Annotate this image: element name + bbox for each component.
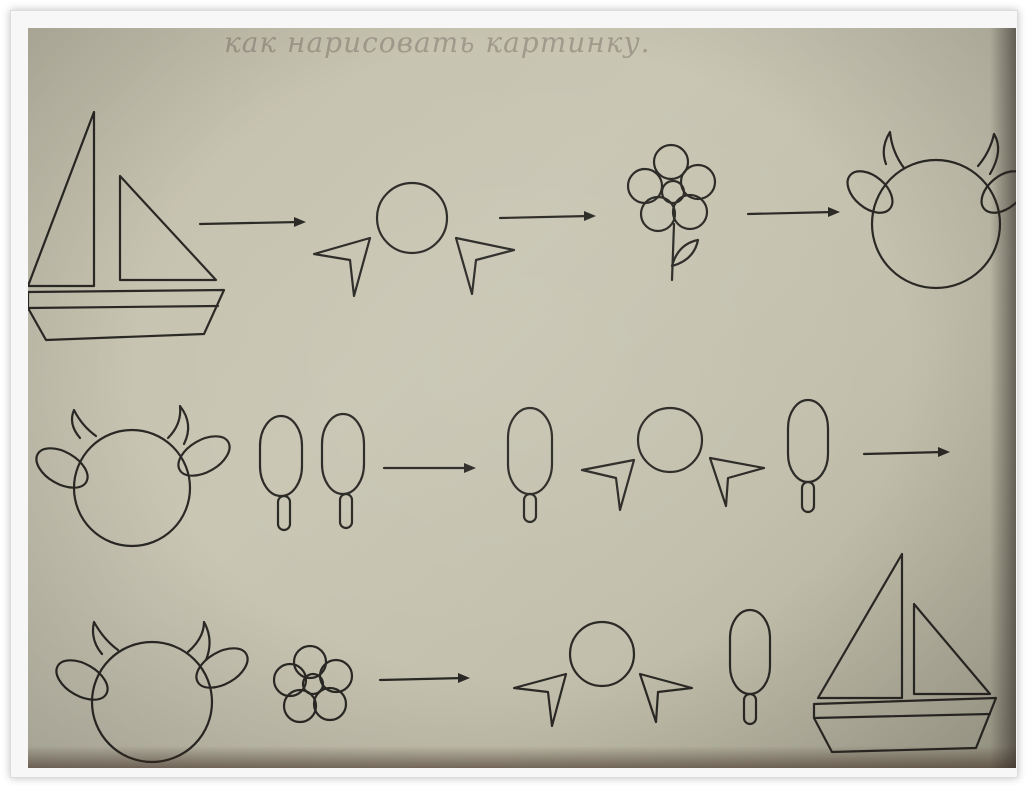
sailboat bbox=[814, 554, 996, 752]
eyes-and-nose bbox=[514, 622, 692, 726]
sailboat-hull bbox=[28, 290, 224, 340]
popsicle bbox=[508, 408, 552, 522]
sailboat-hull bbox=[814, 698, 996, 752]
sailboat-right-sail bbox=[914, 604, 990, 694]
two-popsicles bbox=[260, 414, 364, 530]
sailboat bbox=[28, 112, 224, 340]
arrow bbox=[748, 207, 840, 217]
photo-right-shadow bbox=[990, 28, 1016, 768]
arrow bbox=[864, 447, 950, 457]
arrow bbox=[200, 217, 306, 227]
sailboat-deck-line bbox=[28, 306, 218, 308]
popsicle bbox=[260, 416, 302, 530]
sailboat-left-sail bbox=[818, 554, 902, 698]
cow-head bbox=[30, 406, 236, 546]
flower bbox=[274, 646, 352, 722]
photo-bottom-shadow bbox=[28, 746, 1016, 768]
sailboat-deck-line bbox=[814, 714, 990, 718]
cow-head bbox=[50, 622, 254, 762]
sailboat-left-sail bbox=[28, 112, 94, 286]
sailboat-right-sail bbox=[120, 176, 216, 280]
worksheet-drawing bbox=[28, 28, 1016, 768]
flower bbox=[628, 145, 715, 280]
photo-of-worksheet: как нарисовать картинку. bbox=[28, 28, 1016, 768]
arrow bbox=[500, 211, 596, 221]
popsicle bbox=[788, 400, 828, 512]
arrow bbox=[384, 463, 476, 473]
arrow bbox=[380, 673, 470, 683]
popsicle bbox=[322, 414, 364, 528]
popsicle bbox=[730, 610, 770, 724]
eyes-and-nose bbox=[582, 408, 764, 510]
eyes-and-nose bbox=[314, 183, 514, 296]
